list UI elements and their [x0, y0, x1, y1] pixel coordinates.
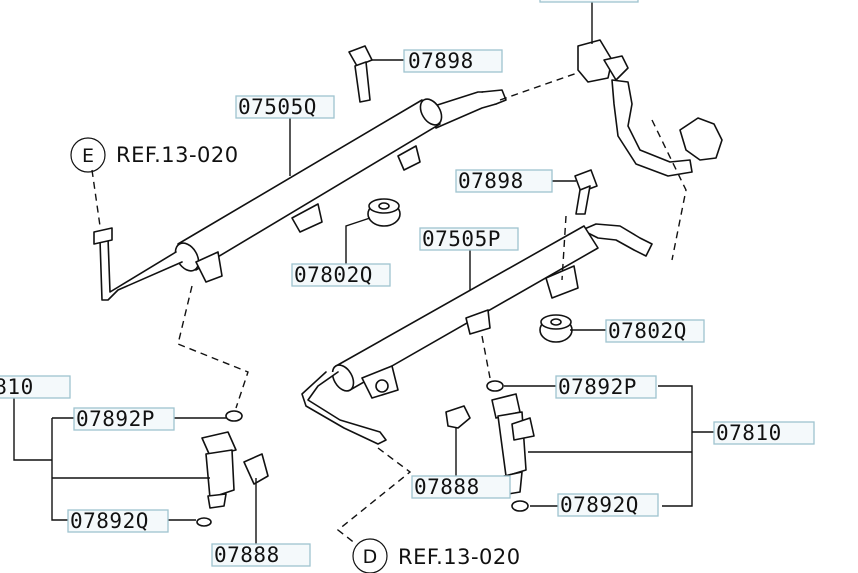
label-injector-left[interactable]: 07810: [0, 375, 71, 399]
fuel-hose-connector: [577, 39, 723, 177]
insulator-right: [539, 314, 573, 343]
label-bolt-mid[interactable]: 07898: [455, 169, 553, 193]
insulator-left: [367, 198, 401, 227]
part-number-bolt-top[interactable]: 07898: [408, 49, 474, 73]
label-oring-left-lower[interactable]: 07892Q: [67, 509, 169, 533]
clip-right: [445, 405, 471, 429]
part-number-oring-right-lower[interactable]: 07892Q: [560, 493, 639, 517]
clip-left: [243, 453, 269, 485]
part-number-insulator-left[interactable]: 07802Q: [294, 263, 373, 287]
ref-e-text: REF.13-020: [116, 143, 239, 167]
label-rail-left[interactable]: 07505Q: [235, 95, 335, 119]
part-number-injector-right[interactable]: 07810: [716, 421, 782, 445]
label-oring-right-upper[interactable]: 07892P: [555, 375, 657, 399]
part-number-oring-right-upper[interactable]: 07892P: [558, 375, 637, 399]
label-oring-left-upper[interactable]: 07892P: [73, 407, 175, 431]
ref-d-text: REF.13-020: [398, 545, 521, 569]
part-number-rail-left[interactable]: 07505Q: [238, 95, 317, 119]
reference-d: D REF.13-020: [352, 538, 521, 573]
label-oring-right-lower[interactable]: 07892Q: [557, 493, 659, 517]
part-number-bolt-mid[interactable]: 07898: [458, 169, 524, 193]
label-hose-cutoff: [539, 0, 639, 3]
part-number-oring-left-lower[interactable]: 07892Q: [70, 509, 149, 533]
part-number-clip-left[interactable]: 07888: [214, 543, 280, 567]
bolt-mid: [574, 169, 598, 215]
fuel-rail-left: [93, 89, 507, 301]
part-number-rail-right[interactable]: 07505P: [422, 227, 501, 251]
part-number-insulator-right[interactable]: 07802Q: [608, 319, 687, 343]
orings-right: [486, 380, 529, 512]
fuel-rail-right: [301, 223, 653, 445]
label-insulator-left[interactable]: 07802Q: [291, 263, 391, 287]
label-clip-right[interactable]: 07888: [411, 475, 511, 499]
part-number-clip-right[interactable]: 07888: [414, 475, 480, 499]
ref-d-letter: D: [363, 546, 378, 568]
part-number-injector-left[interactable]: 07810: [0, 375, 34, 399]
orings-left: [196, 410, 243, 527]
label-bolt-top[interactable]: 07898: [403, 49, 503, 73]
injector-left: [201, 431, 237, 509]
label-rail-right[interactable]: 07505P: [419, 227, 519, 251]
reference-e: E REF.13-020: [70, 137, 239, 173]
bolt-top: [348, 45, 373, 103]
label-injector-right[interactable]: 07810: [713, 421, 815, 445]
ref-e-letter: E: [82, 145, 94, 167]
label-insulator-right[interactable]: 07802Q: [605, 319, 705, 343]
label-clip-left[interactable]: 07888: [211, 543, 311, 567]
part-number-oring-left-upper[interactable]: 07892P: [76, 407, 155, 431]
